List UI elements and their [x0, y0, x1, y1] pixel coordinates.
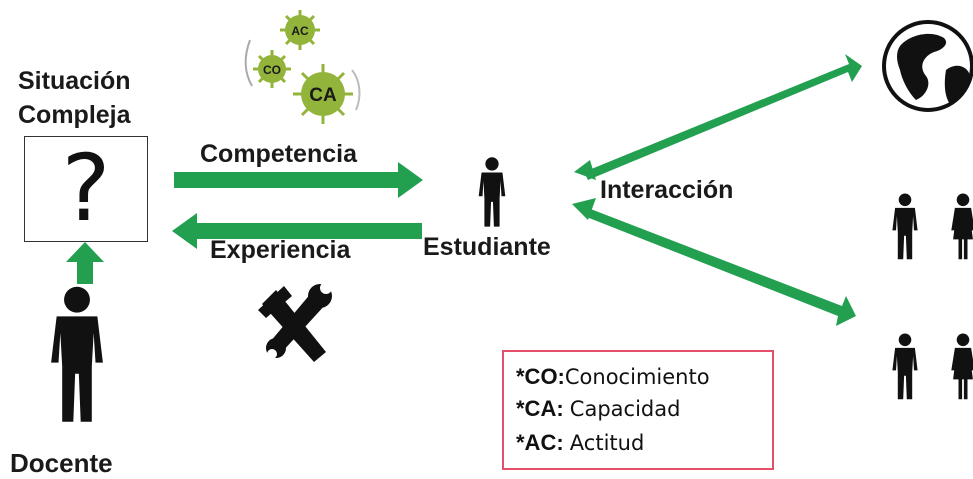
person-icon-2	[892, 333, 918, 400]
experiencia-arrow	[172, 213, 422, 249]
ca-badge-icon	[293, 64, 353, 124]
globe-icon	[882, 20, 973, 112]
situacion-compleja-title: Situación Compleja	[18, 64, 131, 132]
legend-row-ca: *CA: Capacidad	[516, 396, 680, 422]
legend-box: *CO:Conocimiento *CA: Capacidad *AC: Act…	[502, 350, 774, 470]
interaccion-arrow-top	[574, 54, 862, 180]
legend-row-co: *CO:Conocimiento	[516, 364, 710, 390]
competencia-arrow	[174, 162, 423, 198]
legend-key-ac: *AC:	[516, 430, 564, 455]
situacion-title-line1: Situación	[18, 67, 131, 95]
docente-label: Docente	[10, 448, 113, 478]
question-box: ?	[24, 136, 148, 242]
ac-badge-label: AC	[291, 24, 309, 38]
docente-up-arrow	[66, 242, 104, 284]
legend-key-ca: *CA:	[516, 396, 564, 421]
legend-value-ac: Actitud	[569, 431, 645, 455]
legend-value-ca: Capacidad	[569, 397, 681, 421]
competencia-label: Competencia	[200, 140, 357, 168]
interaccion-label: Interacción	[600, 176, 734, 204]
co-badge-icon	[253, 50, 291, 88]
person-icon-1	[892, 193, 918, 260]
legend-row-ac: *AC: Actitud	[516, 430, 644, 456]
interaccion-arrow-bottom	[572, 198, 856, 326]
co-badge-label: CO	[263, 63, 281, 77]
estudiante-person-icon	[478, 157, 506, 227]
tools-icon	[258, 282, 332, 362]
woman-icon-2	[951, 333, 973, 400]
estudiante-label: Estudiante	[423, 233, 551, 261]
ac-badge-icon	[280, 10, 320, 50]
docente-person-icon	[51, 286, 103, 422]
situacion-title-line2: Compleja	[18, 101, 131, 129]
legend-value-co: Conocimiento	[564, 365, 710, 389]
experiencia-label: Experiencia	[210, 236, 351, 264]
question-mark-icon: ?	[61, 135, 111, 242]
woman-icon-1	[951, 193, 973, 260]
ca-badge-label: CA	[309, 85, 337, 106]
legend-key-co: *CO:	[516, 364, 565, 389]
